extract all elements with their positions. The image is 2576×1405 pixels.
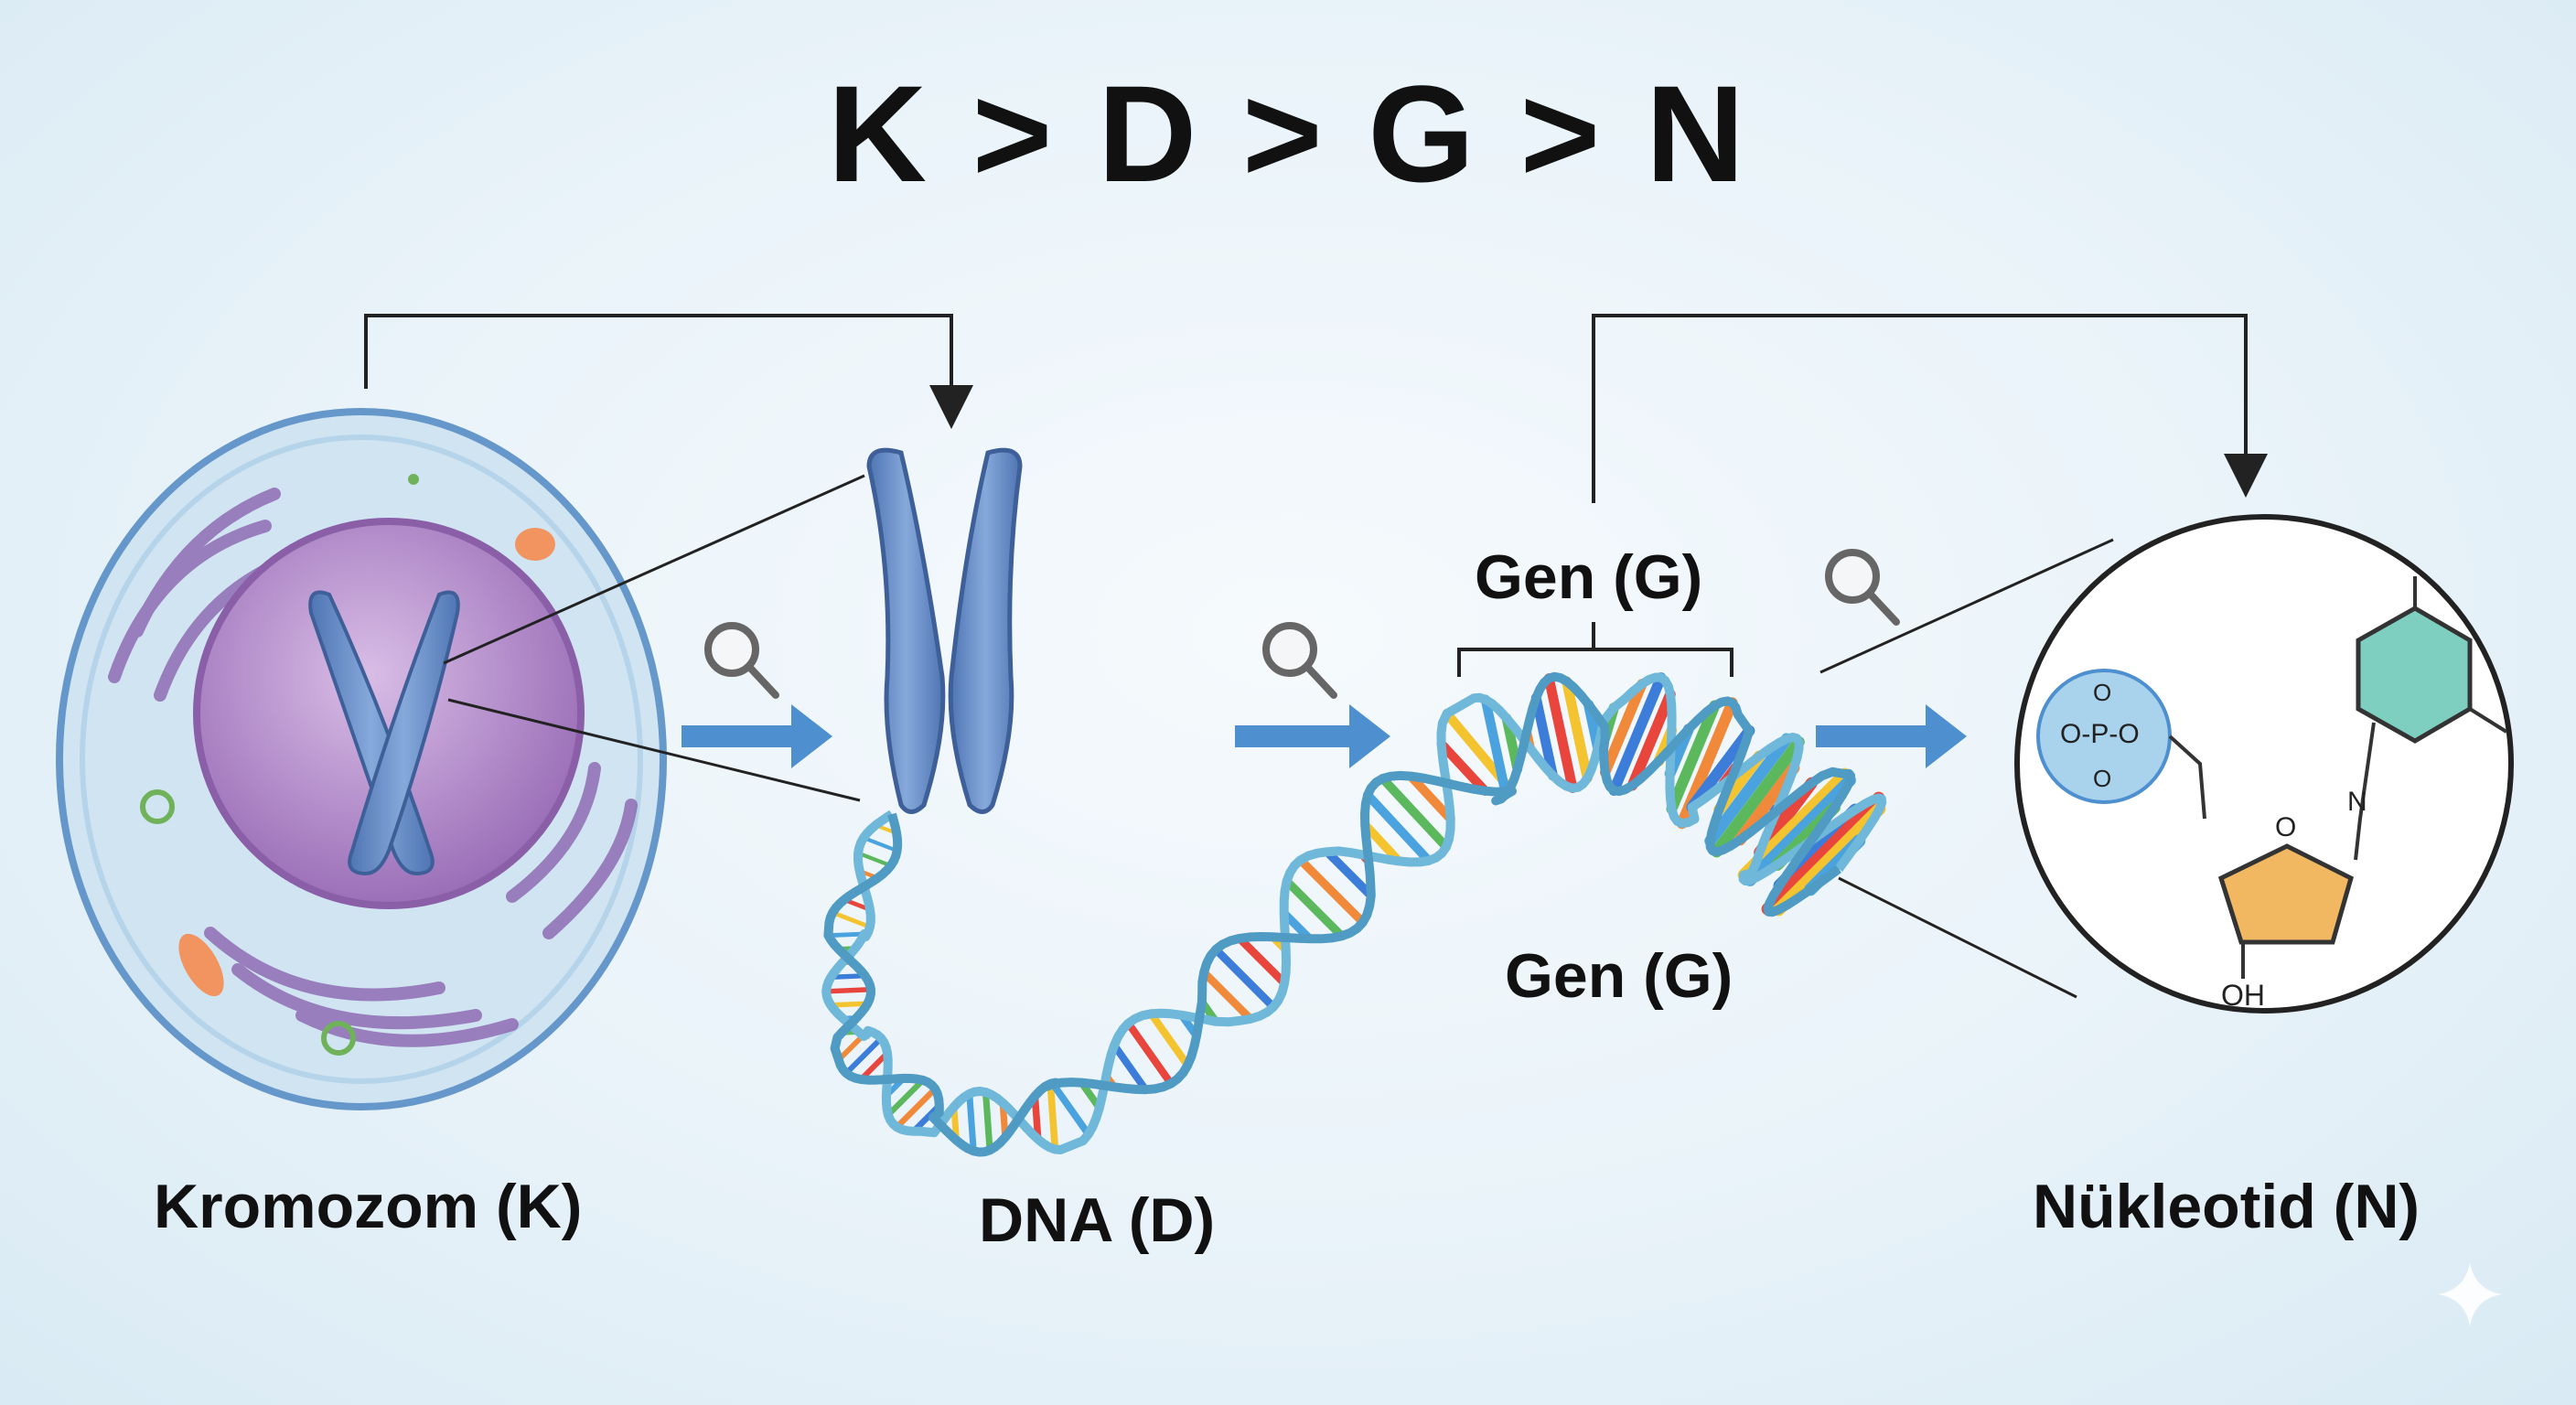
base-pair [1283, 876, 1347, 940]
zoom-lines-nucleotide [1819, 538, 2114, 999]
base-pair [1704, 733, 1793, 847]
base-pair [1711, 735, 1805, 858]
gene-bracket [1457, 622, 1733, 677]
label-gene-bottom: Gen (G) [1505, 941, 1733, 1011]
magnifier-icon [704, 622, 779, 699]
flow-arrows [682, 704, 1967, 768]
label-nucleotide: Nükleotid (N) [2033, 1172, 2420, 1241]
ring-oxygen: O [2275, 812, 2297, 842]
base-pair [1111, 1041, 1150, 1094]
base-pair [1761, 791, 1885, 916]
label-dna: DNA (D) [979, 1185, 1216, 1255]
base-pair [1543, 673, 1578, 794]
base-pair [1666, 700, 1721, 815]
base-pair [1480, 694, 1511, 799]
hydroxyl-label: OH [2221, 979, 2265, 1012]
base-pair [1744, 774, 1856, 886]
nucleus [193, 518, 585, 909]
base-pair [1124, 1019, 1175, 1088]
arrow-cell-to-chromosome [682, 704, 832, 768]
base-pair [1363, 790, 1433, 865]
arrow-gene-to-nucleotide [1816, 704, 1967, 768]
base-pair [1323, 847, 1376, 900]
base-pair [830, 910, 873, 929]
base-pair [1235, 934, 1289, 988]
magnifier-icon [1825, 549, 1900, 626]
ring-nitrogen: N [2347, 787, 2367, 817]
base-pair [966, 1090, 977, 1154]
label-gene-top: Gen (G) [1475, 542, 1703, 612]
base-pair [1530, 692, 1558, 781]
base-pair [858, 1050, 891, 1083]
base-pair [1406, 771, 1455, 824]
phosphate-label: O-P-O [2060, 719, 2140, 749]
dna-backbone-strand [823, 671, 1856, 1157]
bracket-gene-to-nucleotide [1592, 314, 2268, 503]
bracket-cell-to-chromosome [364, 314, 973, 429]
magnifier-icon [1262, 622, 1337, 699]
phosphate-o-top: O [2093, 679, 2112, 706]
base-pair [1436, 739, 1490, 796]
dna-double-helix [821, 671, 1887, 1157]
base-pair [1049, 1080, 1092, 1138]
organelle-orange [515, 528, 555, 561]
base-pair [828, 1001, 871, 1008]
phosphate-o-bottom: O [2093, 765, 2112, 792]
sparkle-icon [2438, 1262, 2502, 1326]
cell [56, 408, 667, 1110]
diagram-title: K > D > G > N [827, 57, 1749, 210]
base-pair [1147, 1010, 1192, 1069]
base-pair [1360, 820, 1404, 866]
base-pair [1772, 802, 1886, 917]
base-pair [1199, 968, 1255, 1024]
base-pair [1046, 1080, 1059, 1153]
base-pair [982, 1089, 993, 1153]
base-pair [885, 1077, 927, 1119]
chromosome-small [308, 590, 460, 876]
zoom-lines-chromosome [443, 474, 865, 802]
arrow-chromosome-to-dna [1235, 704, 1390, 768]
base-pair [1378, 774, 1451, 852]
base-pair [823, 987, 874, 994]
pentose-sugar [2217, 843, 2354, 945]
base-pair [894, 1086, 939, 1131]
base-pair [1626, 689, 1676, 791]
nucleotide-circle [2014, 514, 2514, 1014]
label-chromosome: Kromozom (K) [154, 1172, 583, 1241]
base-pair [861, 835, 899, 853]
base-pair [1562, 676, 1593, 784]
base-pair [843, 1035, 885, 1077]
base-pair [1211, 945, 1278, 1012]
base-pair [825, 931, 867, 938]
base-pair [1608, 672, 1667, 796]
base-pair [1599, 679, 1648, 778]
base-pair [855, 851, 893, 868]
chromosome-large [866, 447, 1023, 814]
base-pair [1031, 1092, 1042, 1143]
base-pair [1686, 724, 1755, 813]
base-pair [1296, 855, 1368, 927]
